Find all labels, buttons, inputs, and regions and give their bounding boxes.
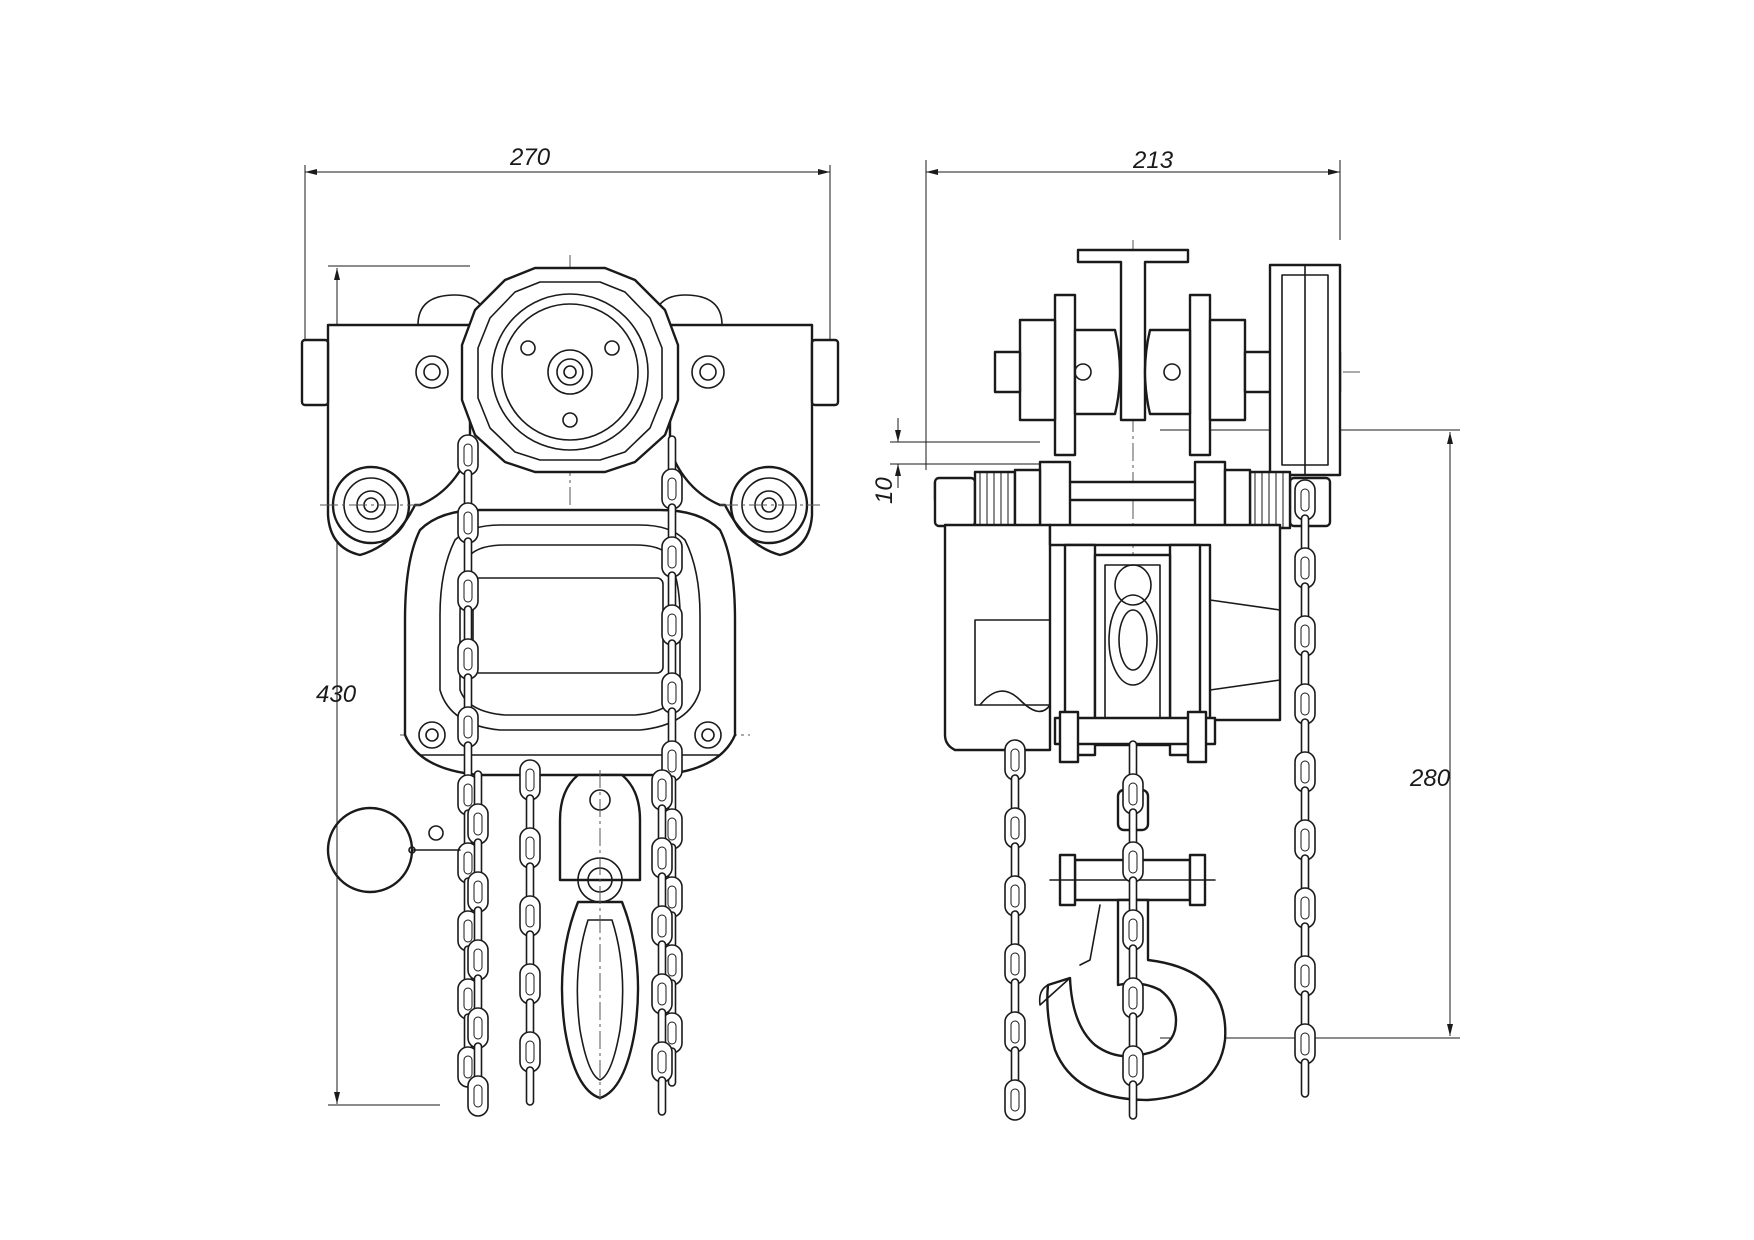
chain-link: [1294, 1023, 1316, 1065]
chain-link: [519, 963, 541, 1005]
side-height-label: 280: [1409, 765, 1451, 792]
chain-link: [457, 638, 479, 680]
chain-link: [1294, 479, 1316, 521]
chain-link: [457, 570, 479, 612]
chain-link: [1122, 773, 1144, 815]
chain-link: [1122, 909, 1144, 951]
chain-link: [1004, 807, 1026, 849]
chain-link: [1128, 1080, 1138, 1120]
chain-link: [661, 604, 683, 646]
dimension-side-width: 213: [925, 147, 1341, 470]
chain-tag: [326, 806, 461, 894]
chain-link: [661, 536, 683, 578]
chain-link: [651, 1041, 673, 1083]
chain-link: [651, 769, 673, 811]
chain-link: [661, 672, 683, 714]
front-width-label: 270: [509, 144, 551, 171]
chain-link: [651, 973, 673, 1015]
side-view: 213 10 280: [871, 147, 1460, 1121]
chain-link: [651, 837, 673, 879]
i-beam: [1076, 248, 1190, 422]
chain-link: [525, 1066, 535, 1106]
front-height-label: 430: [316, 681, 357, 708]
chain-link: [1004, 943, 1026, 985]
trolley-wheels: [320, 465, 820, 545]
chain-link: [1122, 841, 1144, 883]
hoist-body: [403, 508, 737, 777]
chain-link: [519, 895, 541, 937]
chain-link: [467, 939, 489, 981]
chain-link: [1294, 819, 1316, 861]
front-view: 270 430: [300, 144, 840, 1117]
chain-link: [1294, 887, 1316, 929]
chain-link: [657, 1076, 667, 1116]
chain-link: [1004, 1079, 1026, 1121]
dimension-side-offset: 10: [871, 418, 1040, 504]
side-offset-label: 10: [871, 477, 898, 504]
side-width-label: 213: [1132, 147, 1174, 174]
chain-link: [1294, 955, 1316, 997]
chain-link: [1300, 1058, 1310, 1098]
chain-link: [1004, 739, 1026, 781]
chain-link: [1004, 875, 1026, 917]
upper-bolts: [415, 355, 725, 389]
chain-link: [457, 502, 479, 544]
bottom-block: [558, 770, 642, 1100]
chain-link: [1122, 977, 1144, 1019]
chain-link: [467, 1075, 489, 1117]
chain-link: [457, 434, 479, 476]
handwheel-side: [1268, 263, 1342, 477]
chain-link: [519, 1031, 541, 1073]
chain-link: [467, 871, 489, 913]
gear-cover: [460, 266, 680, 474]
chain-link: [1294, 683, 1316, 725]
chain-link: [467, 1007, 489, 1049]
trolley-wheels-side: [993, 293, 1342, 457]
dimension-front-width: 270: [304, 144, 831, 340]
chain-link: [1004, 1011, 1026, 1053]
trolley-frame: [300, 294, 840, 557]
chain-link: [467, 803, 489, 845]
chain-link: [1294, 547, 1316, 589]
hoist-body-side: [943, 523, 1282, 764]
chain-link: [1122, 1045, 1144, 1087]
chain-link: [651, 905, 673, 947]
chain-link: [661, 468, 683, 510]
chain-link: [1294, 751, 1316, 793]
chain-link: [519, 827, 541, 869]
chain-link: [519, 759, 541, 801]
chain-link: [1294, 615, 1316, 657]
chain-link: [457, 706, 479, 748]
